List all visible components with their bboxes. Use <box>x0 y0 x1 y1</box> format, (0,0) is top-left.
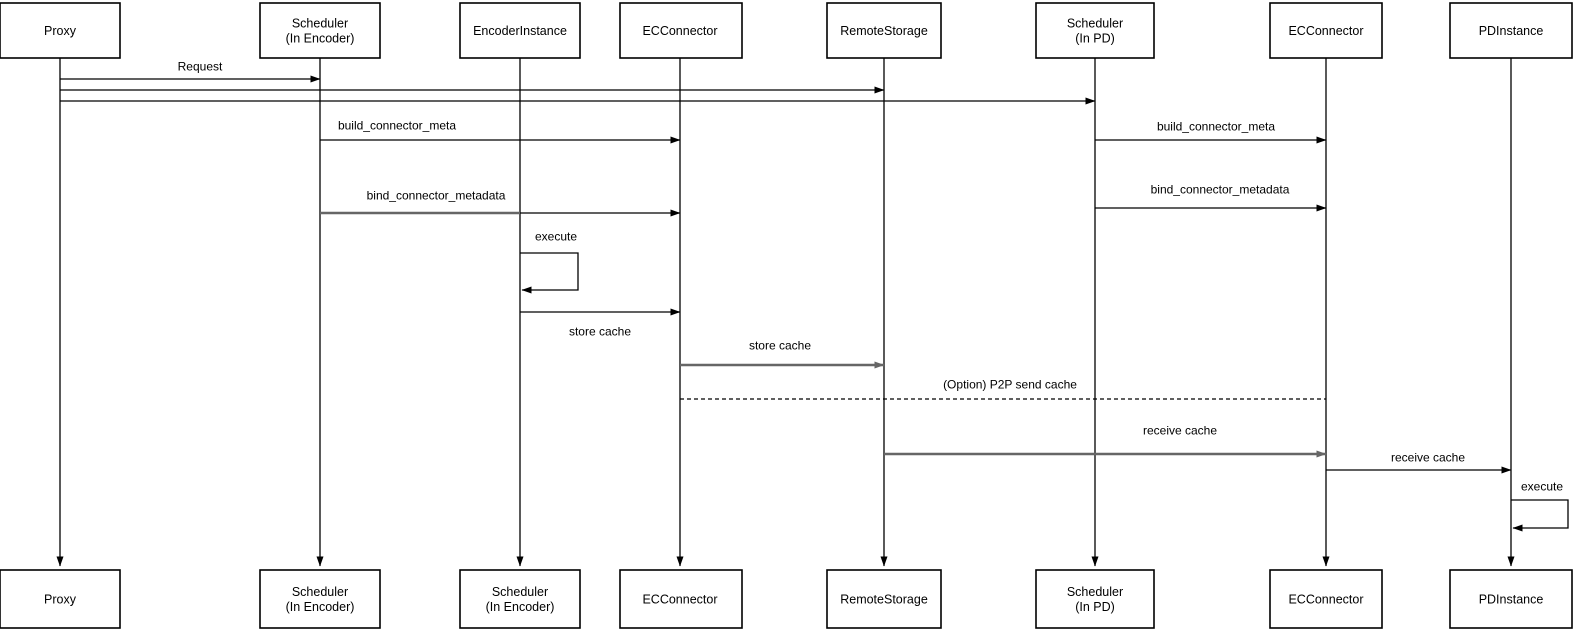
actor-rect-bottom-remote-storage <box>826 569 942 629</box>
actor-box-top-encoder-instance: EncoderInstance <box>459 2 581 59</box>
actor-rect-top-ec-connector-2 <box>1269 2 1383 59</box>
actor-label-bottom-pd-instance: PDInstance <box>1479 592 1544 606</box>
actor-label-top-scheduler-pd: Scheduler(In PD) <box>1067 16 1123 45</box>
actor-label-line: Scheduler <box>1067 585 1123 599</box>
message-label-receive-cache-pd: receive cache <box>1391 450 1465 464</box>
actor-label-bottom-remote-storage: RemoteStorage <box>840 592 928 606</box>
actor-rect-bottom-scheduler-pd <box>1035 569 1155 629</box>
actor-label-bottom-ec-connector-2: ECConnector <box>1288 592 1363 606</box>
actor-label-line: PDInstance <box>1479 592 1544 606</box>
actor-label-line: ECConnector <box>642 592 717 606</box>
actor-box-bottom-scheduler-pd: Scheduler(In PD) <box>1035 569 1155 629</box>
actor-label-line: RemoteStorage <box>840 592 928 606</box>
actor-rect-bottom-proxy <box>0 569 121 629</box>
self-loop-label-execute-pd: execute <box>1521 479 1563 493</box>
actor-box-bottom-pd-instance: PDInstance <box>1449 569 1573 629</box>
actor-label-line: Scheduler <box>492 585 548 599</box>
self-loop-execute-pd <box>1511 499 1569 532</box>
actor-rect-bottom-ec-connector <box>619 569 743 629</box>
actor-box-top-ec-connector-2: ECConnector <box>1269 2 1383 59</box>
actor-box-top-scheduler-pd: Scheduler(In PD) <box>1035 2 1155 59</box>
actor-label-line: (In PD) <box>1075 600 1115 614</box>
actor-label-line: ECConnector <box>1288 24 1363 38</box>
actor-box-bottom-encoder-instance: Scheduler(In Encoder) <box>459 569 581 629</box>
self-loop-execute-encoder <box>520 252 579 294</box>
actor-label-top-pd-instance: PDInstance <box>1479 24 1544 38</box>
message-label-receive-cache-ec: receive cache <box>1143 423 1217 437</box>
actor-box-top-proxy: Proxy <box>0 2 121 59</box>
actor-label-top-ec-connector: ECConnector <box>642 24 717 38</box>
actor-box-top-ec-connector: ECConnector <box>619 2 743 59</box>
actor-label-bottom-ec-connector: ECConnector <box>642 592 717 606</box>
self-loop-label-execute-encoder: execute <box>535 229 577 243</box>
actor-label-line: EncoderInstance <box>473 24 567 38</box>
actor-label-bottom-proxy: Proxy <box>44 592 77 606</box>
actor-label-top-encoder-instance: EncoderInstance <box>473 24 567 38</box>
actor-rect-top-scheduler-encoder <box>259 2 381 59</box>
message-label-bind-connector-metadata-encoder: bind_connector_metadata <box>367 188 506 202</box>
actor-rect-top-ec-connector <box>619 2 743 59</box>
actor-label-line: (In Encoder) <box>286 600 355 614</box>
actor-box-top-scheduler-encoder: Scheduler(In Encoder) <box>259 2 381 59</box>
actor-box-bottom-proxy: Proxy <box>0 569 121 629</box>
actor-label-line: Scheduler <box>292 585 348 599</box>
actor-label-line: RemoteStorage <box>840 24 928 38</box>
actor-box-bottom-scheduler-encoder: Scheduler(In Encoder) <box>259 569 381 629</box>
message-label-p2p-send-cache: (Option) P2P send cache <box>943 377 1077 391</box>
actor-box-top-remote-storage: RemoteStorage <box>826 2 942 59</box>
actor-rect-bottom-encoder-instance <box>459 569 581 629</box>
actor-label-top-remote-storage: RemoteStorage <box>840 24 928 38</box>
actor-label-line: (In Encoder) <box>486 600 555 614</box>
actor-label-bottom-scheduler-pd: Scheduler(In PD) <box>1067 585 1123 614</box>
actor-label-top-proxy: Proxy <box>44 24 77 38</box>
message-label-build-connector-meta-pd: build_connector_meta <box>1157 119 1275 133</box>
actor-rect-top-remote-storage <box>826 2 942 59</box>
actor-label-line: ECConnector <box>642 24 717 38</box>
message-label-store-cache-remote: store cache <box>749 338 811 352</box>
actor-box-top-pd-instance: PDInstance <box>1449 2 1573 59</box>
actor-box-bottom-ec-connector-2: ECConnector <box>1269 569 1383 629</box>
actor-box-bottom-ec-connector: ECConnector <box>619 569 743 629</box>
message-label-request: Request <box>178 59 223 73</box>
actor-label-bottom-encoder-instance: Scheduler(In Encoder) <box>486 585 555 614</box>
actor-label-top-scheduler-encoder: Scheduler(In Encoder) <box>286 16 355 45</box>
actor-label-line: Scheduler <box>292 16 348 30</box>
message-label-build-connector-meta-encoder: build_connector_meta <box>338 118 456 132</box>
message-label-bind-connector-metadata-pd: bind_connector_metadata <box>1151 182 1290 196</box>
actor-label-top-ec-connector-2: ECConnector <box>1288 24 1363 38</box>
message-label-encoder-to-ecconnector: store cache <box>569 324 631 338</box>
actor-rect-top-pd-instance <box>1449 2 1573 59</box>
actor-label-line: Proxy <box>44 592 77 606</box>
actor-rect-bottom-scheduler-encoder <box>259 569 381 629</box>
actor-label-bottom-scheduler-encoder: Scheduler(In Encoder) <box>286 585 355 614</box>
actor-label-line: Proxy <box>44 24 77 38</box>
actor-rect-bottom-ec-connector-2 <box>1269 569 1383 629</box>
actor-label-line: PDInstance <box>1479 24 1544 38</box>
actor-rect-top-proxy <box>0 2 121 59</box>
actor-rect-bottom-pd-instance <box>1449 569 1573 629</box>
actor-box-bottom-remote-storage: RemoteStorage <box>826 569 942 629</box>
actor-label-line: (In Encoder) <box>286 31 355 45</box>
actor-label-line: ECConnector <box>1288 592 1363 606</box>
actor-label-line: (In PD) <box>1075 31 1115 45</box>
actor-rect-top-scheduler-pd <box>1035 2 1155 59</box>
actor-label-line: Scheduler <box>1067 16 1123 30</box>
